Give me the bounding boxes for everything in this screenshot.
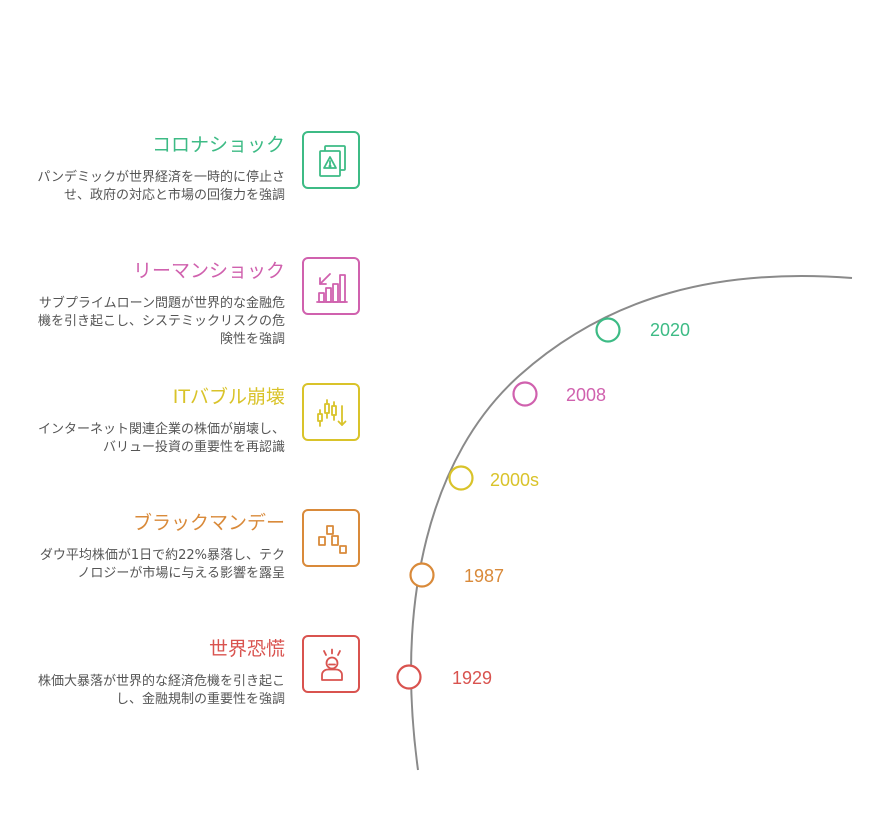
timeline-marker-2008[interactable] xyxy=(512,381,538,407)
warning-document-icon xyxy=(319,145,346,177)
distressed-person-icon xyxy=(321,648,343,681)
event-title: コロナショック xyxy=(151,134,285,156)
event-icon-box[interactable] xyxy=(302,257,360,315)
year-label-2000s: 2000s xyxy=(490,470,540,490)
event-title: ITバブル崩壊 xyxy=(172,386,285,408)
timeline-marker-2020[interactable] xyxy=(595,317,621,343)
event-icon-box[interactable] xyxy=(302,509,360,567)
event-icon-box[interactable] xyxy=(302,635,360,693)
timeline-arc-line xyxy=(410,275,853,771)
event-description: インターネット関連企業の株価が崩壊し、バリュー投資の重要性を再認識 xyxy=(37,422,285,455)
timeline-marker-1929[interactable] xyxy=(396,664,422,690)
year-label-1929: 1929 xyxy=(452,668,493,688)
event-description: サブプライムローン問題が世界的な金融危機を引き起こし、システミックリスクの危険性… xyxy=(37,296,285,347)
year-label-1987: 1987 xyxy=(464,566,505,586)
event-title: 世界恐慌 xyxy=(208,638,285,660)
year-label-2008: 2008 xyxy=(566,385,607,405)
event-title: ブラックマンデー xyxy=(132,512,285,534)
event-description: ダウ平均株価が1日で約22%暴落し、テクノロジーが市場に与える影響を露呈 xyxy=(39,548,285,581)
timeline-marker-1987[interactable] xyxy=(409,562,435,588)
event-description: 株価大暴落が世界的な経済危機を引き起こし、金融規制の重要性を強調 xyxy=(37,674,285,707)
timeline-marker-2000s[interactable] xyxy=(448,465,474,491)
candlestick-down-icon xyxy=(317,399,347,427)
event-title: リーマンショック xyxy=(132,260,285,282)
falling-bar-chart-icon xyxy=(316,273,348,303)
year-label-2020: 2020 xyxy=(650,320,691,340)
event-icon-box[interactable] xyxy=(302,131,360,189)
event-description: パンデミックが世界経済を一時的に停止させ、政府の対応と市場の回復力を強調 xyxy=(37,170,285,203)
event-icon-box[interactable] xyxy=(302,383,360,441)
descending-blocks-icon xyxy=(318,525,347,554)
